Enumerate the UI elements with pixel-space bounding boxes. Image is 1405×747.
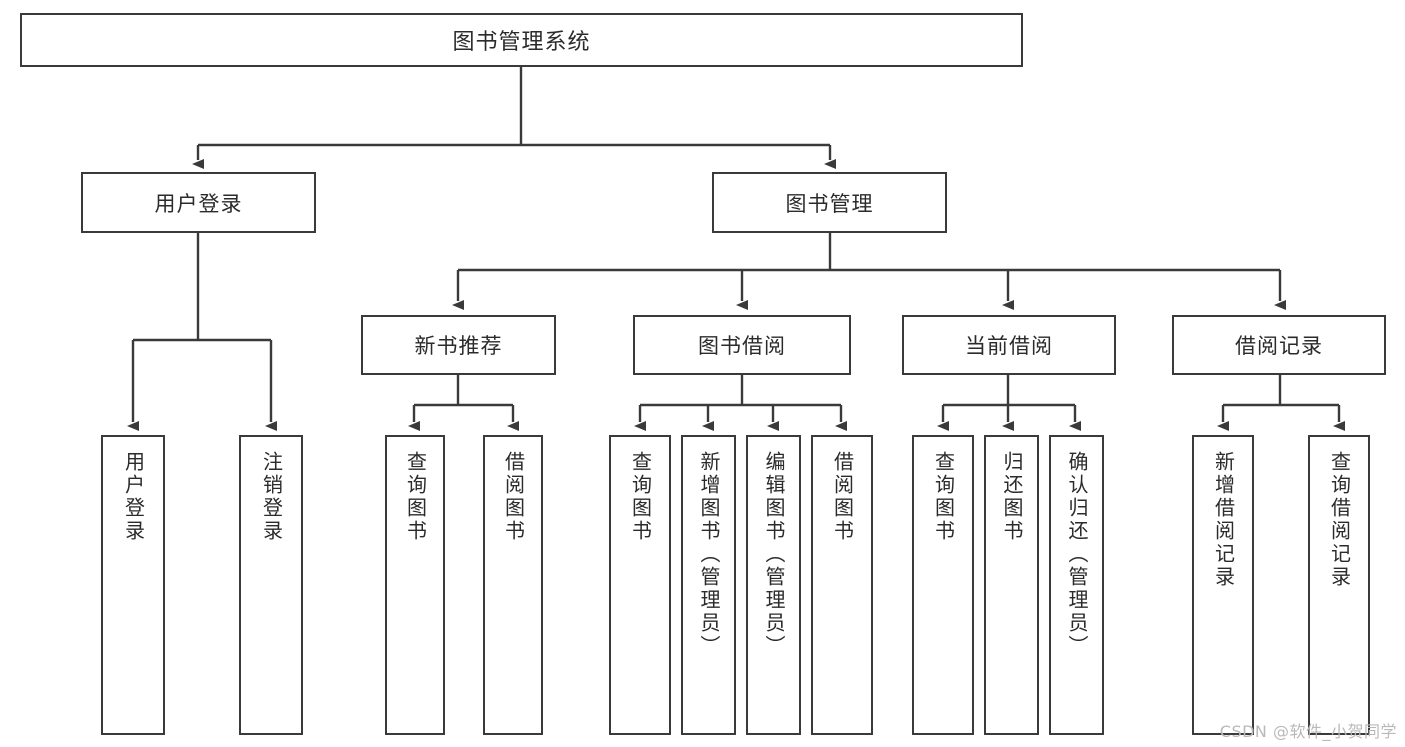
node-label: 归还图书 [1000, 451, 1024, 543]
node-label: 查询图书 [403, 451, 428, 543]
leaf-book-borrow-add[interactable]: 新增图书（管理员） [681, 435, 736, 735]
leaf-current-borrow-confirm-return[interactable]: 确认归还（管理员） [1049, 435, 1104, 735]
leaf-book-borrow-edit[interactable]: 编辑图书（管理员） [746, 435, 801, 735]
leaf-borrow-record-query[interactable]: 查询借阅记录 [1308, 435, 1370, 735]
node-label: 查询图书 [931, 451, 956, 543]
watermark: CSDN @软件_小贺同学 [1219, 722, 1397, 741]
leaf-borrow-record-add[interactable]: 新增借阅记录 [1192, 435, 1254, 735]
node-label: 用户登录 [121, 451, 146, 543]
leaf-user-login-login[interactable]: 用户登录 [101, 435, 165, 735]
node-label: 确认归还（管理员） [1065, 451, 1089, 658]
node-label: 用户登录 [154, 191, 243, 216]
node-borrow-record[interactable]: 借阅记录 [1172, 315, 1386, 375]
node-label: 当前借阅 [965, 334, 1053, 358]
node-label: 查询图书 [628, 451, 653, 543]
node-label: 新增借阅记录 [1211, 451, 1236, 589]
node-label: 图书借阅 [698, 334, 786, 358]
node-label: 图书管理系统 [452, 30, 591, 55]
node-book-management[interactable]: 图书管理 [712, 172, 947, 233]
node-book-borrow[interactable]: 图书借阅 [633, 315, 851, 375]
node-label: 借阅图书 [830, 451, 855, 543]
node-new-book-recommend[interactable]: 新书推荐 [361, 315, 556, 375]
node-label: 新增图书（管理员） [697, 451, 721, 658]
node-label: 查询借阅记录 [1327, 451, 1352, 589]
node-label: 编辑图书（管理员） [762, 451, 786, 658]
leaf-book-borrow-borrow[interactable]: 借阅图书 [811, 435, 873, 735]
node-label: 图书管理 [785, 191, 874, 216]
node-current-borrow[interactable]: 当前借阅 [902, 315, 1116, 375]
leaf-current-borrow-query[interactable]: 查询图书 [912, 435, 974, 735]
leaf-user-login-logout[interactable]: 注销登录 [239, 435, 303, 735]
node-label: 新书推荐 [414, 334, 503, 358]
node-label: 借阅记录 [1235, 334, 1323, 358]
node-user-login[interactable]: 用户登录 [81, 172, 316, 233]
leaf-new-book-borrow[interactable]: 借阅图书 [483, 435, 543, 735]
node-label: 借阅图书 [501, 451, 526, 543]
node-root-system[interactable]: 图书管理系统 [20, 13, 1023, 67]
leaf-current-borrow-return[interactable]: 归还图书 [984, 435, 1039, 735]
leaf-new-book-query[interactable]: 查询图书 [385, 435, 445, 735]
leaf-book-borrow-query[interactable]: 查询图书 [609, 435, 671, 735]
node-label: 注销登录 [259, 451, 284, 543]
